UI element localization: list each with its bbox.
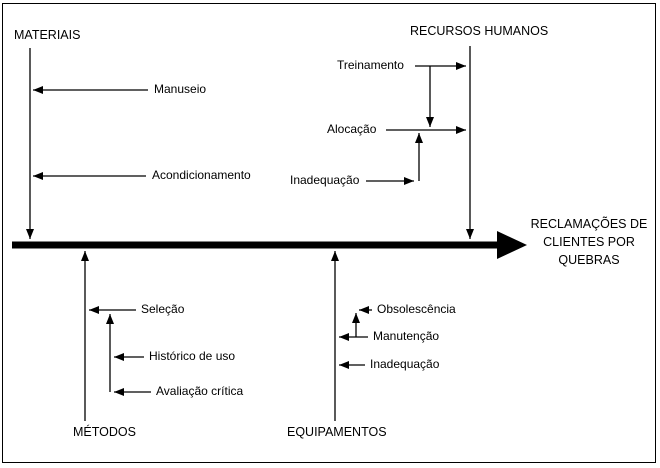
cause-label-acondicionamento: Acondicionamento	[152, 168, 251, 182]
spine-arrow	[12, 231, 527, 259]
branch-label-materiais: MATERIAIS	[14, 28, 81, 42]
cause-label-manutencao: Manutenção	[373, 329, 440, 343]
cause-label-historico-de-uso: Histórico de uso	[149, 349, 236, 363]
cause-label-inadequacao-eq: Inadequação	[370, 357, 440, 371]
cause-label-avaliacao-critica: Avaliação crítica	[156, 384, 244, 398]
branch-label-metodos: MÉTODOS	[73, 425, 136, 439]
branch-equipamentos-lines	[331, 251, 372, 421]
cause-label-inadequacao-rh: Inadequação	[290, 173, 360, 187]
cause-label-selecao: Seleção	[141, 302, 185, 316]
cause-label-alocacao: Alocação	[327, 122, 377, 136]
branch-label-recursos-humanos: RECURSOS HUMANOS	[410, 24, 549, 38]
cause-label-obsolescencia: Obsolescência	[377, 302, 456, 316]
branch-label-equipamentos: EQUIPAMENTOS	[287, 425, 387, 439]
branch-materiais-lines	[26, 48, 148, 239]
cause-label-treinamento: Treinamento	[337, 58, 404, 72]
cause-label-manuseio: Manuseio	[154, 82, 207, 96]
diagram-border	[2, 3, 656, 463]
effect-label: RECLAMAÇÕES DE CLIENTES POR QUEBRAS	[530, 217, 648, 267]
branch-recursos-humanos-lines	[366, 46, 474, 239]
branch-metodos-lines	[81, 251, 151, 421]
